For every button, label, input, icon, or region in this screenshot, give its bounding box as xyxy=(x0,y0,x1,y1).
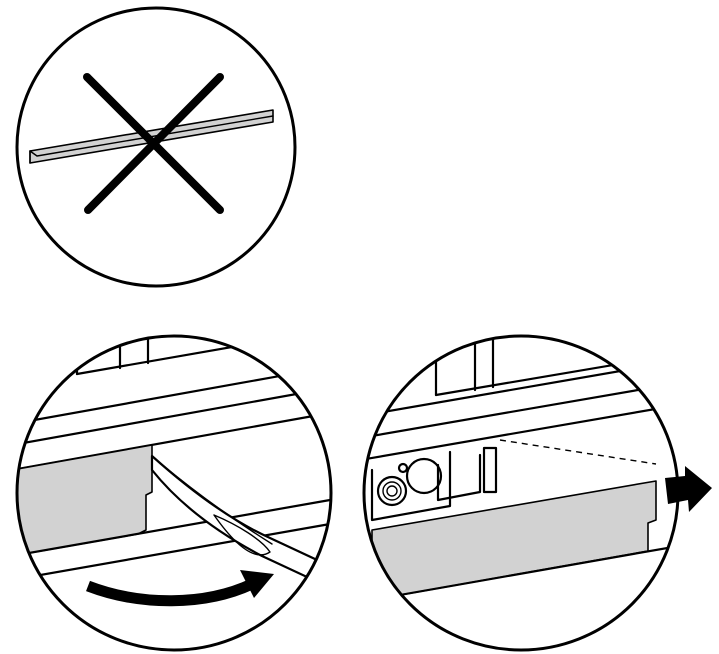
detail-circle-border xyxy=(15,6,297,288)
original-position-line xyxy=(499,439,657,465)
screwdriver-icon xyxy=(150,454,331,600)
prohibited-cross-icon xyxy=(83,73,224,214)
detail-circle-pry xyxy=(15,334,333,652)
arrow-right-icon xyxy=(665,466,712,512)
detail-circle-remove xyxy=(362,334,712,652)
mounting-bracket xyxy=(370,446,498,522)
rotate-arrow-icon xyxy=(86,570,274,607)
cover-panel xyxy=(17,444,153,557)
cover-panel xyxy=(371,480,657,601)
detail-circle-incorrect xyxy=(15,6,297,288)
